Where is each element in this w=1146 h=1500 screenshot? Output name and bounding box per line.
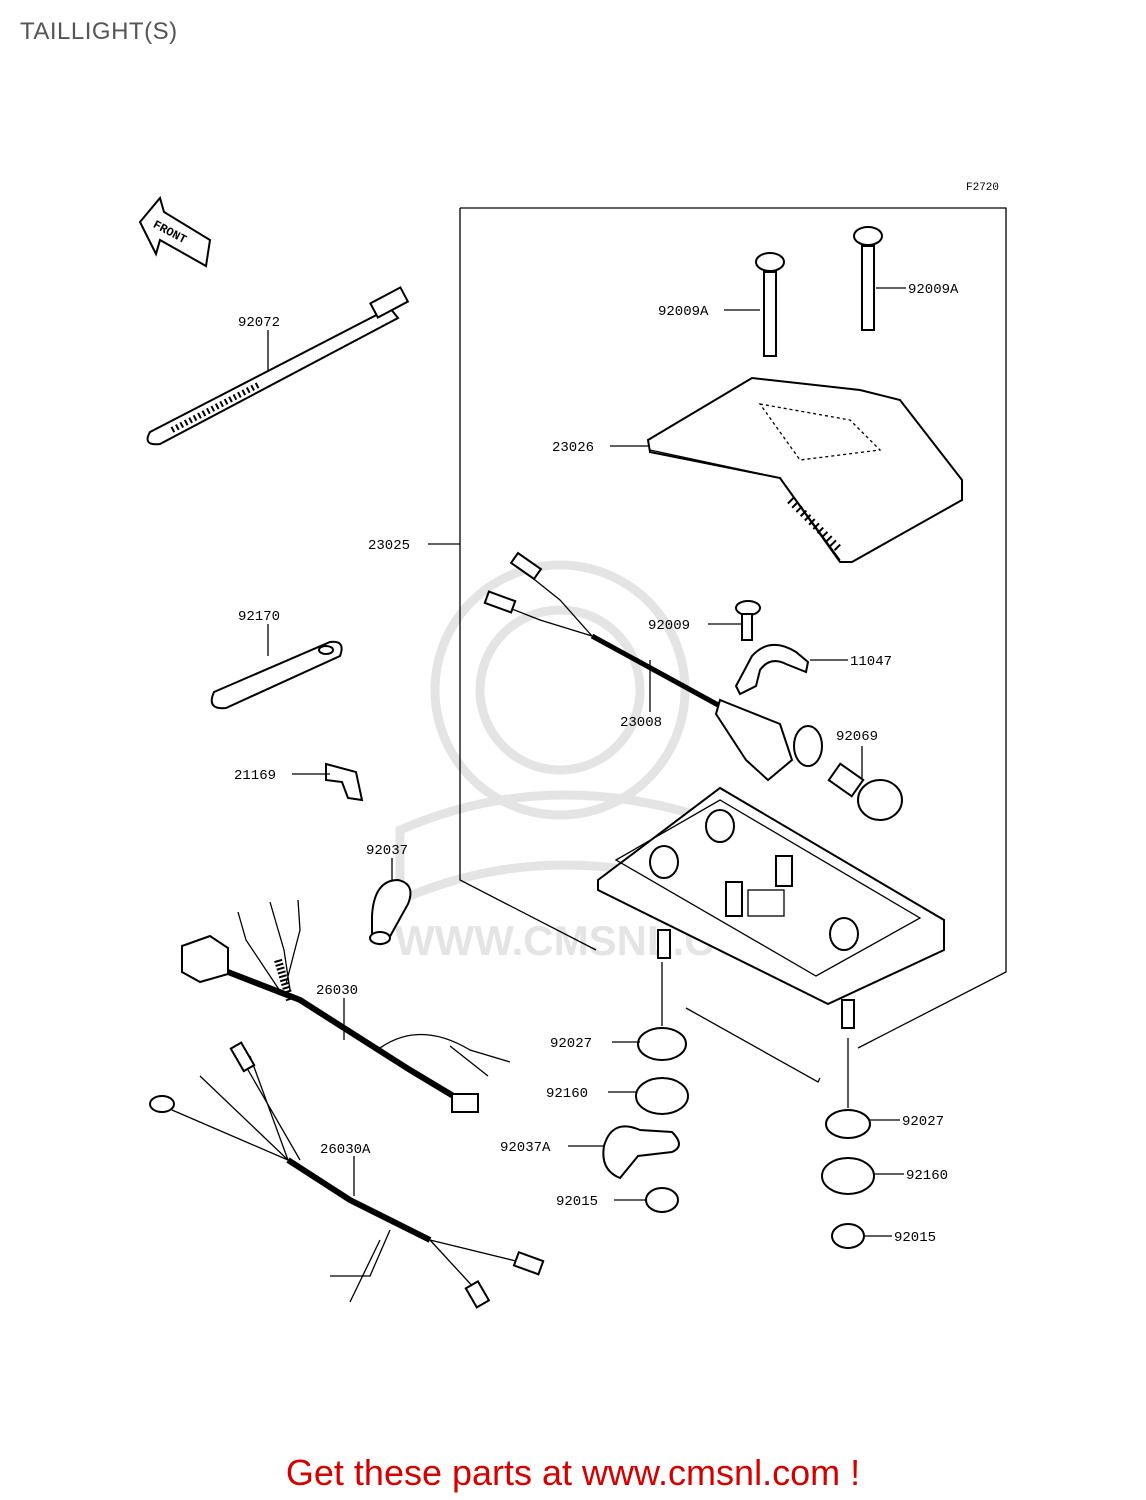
- socket-23008: [483, 551, 823, 782]
- part-label-26030: 26030: [316, 983, 358, 999]
- nut-92015-left: [645, 1187, 679, 1213]
- bracket-11047: [734, 644, 810, 696]
- grommet-92027-right: [825, 1109, 871, 1139]
- part-label-92009A-left: 92009A: [658, 304, 709, 320]
- grommet-92160-left: [635, 1077, 689, 1115]
- grommet-92027-left: [637, 1027, 687, 1061]
- screw-92009A-right: [853, 226, 883, 331]
- clip-21169: [325, 762, 364, 802]
- part-label-92069: 92069: [836, 729, 878, 745]
- part-label-21169: 21169: [234, 768, 276, 784]
- part-label-92015-right: 92015: [894, 1230, 936, 1246]
- part-label-92160-left: 92160: [546, 1086, 588, 1102]
- part-label-23025: 23025: [368, 538, 410, 554]
- part-label-92009A-right: 92009A: [908, 282, 959, 298]
- part-label-92037A: 92037A: [500, 1140, 551, 1156]
- grommet-92160-right: [821, 1157, 875, 1195]
- page-title: TAILLIGHT(S): [20, 18, 178, 45]
- figure-code: F2720: [966, 182, 999, 194]
- lens-23026: [646, 376, 963, 563]
- harness-26030A: [149, 1041, 545, 1309]
- part-label-26030A: 26030A: [320, 1142, 371, 1158]
- front-arrow-icon: FRONT: [138, 195, 212, 268]
- part-label-92015-left: 92015: [556, 1194, 598, 1210]
- assembly-outline: [459, 207, 1007, 1083]
- harness-26030: [181, 899, 511, 1113]
- screw-92009: [735, 600, 761, 641]
- nut-92015-right: [831, 1223, 865, 1249]
- part-label-11047: 11047: [850, 654, 892, 670]
- cable-tie-92072: [146, 286, 410, 446]
- housing-23025: [597, 786, 945, 1029]
- part-label-92027-left: 92027: [550, 1036, 592, 1052]
- part-label-23026: 23026: [552, 440, 594, 456]
- part-label-92037: 92037: [366, 843, 408, 859]
- part-label-92170: 92170: [238, 609, 280, 625]
- footer-link[interactable]: Get these parts at www.cmsnl.com !: [285, 1452, 861, 1493]
- leader-lines: [267, 287, 906, 1237]
- bulb-92069: [827, 762, 903, 821]
- clamp-92037A: [602, 1125, 680, 1180]
- screw-92009A-left: [755, 252, 785, 357]
- part-label-92160-right: 92160: [906, 1168, 948, 1184]
- part-label-92072: 92072: [238, 315, 280, 331]
- clamp-92037: [369, 878, 412, 946]
- part-label-92009: 92009: [648, 618, 690, 634]
- strap-92170: [210, 640, 343, 710]
- part-label-23008: 23008: [620, 715, 662, 731]
- part-label-92027-right: 92027: [902, 1114, 944, 1130]
